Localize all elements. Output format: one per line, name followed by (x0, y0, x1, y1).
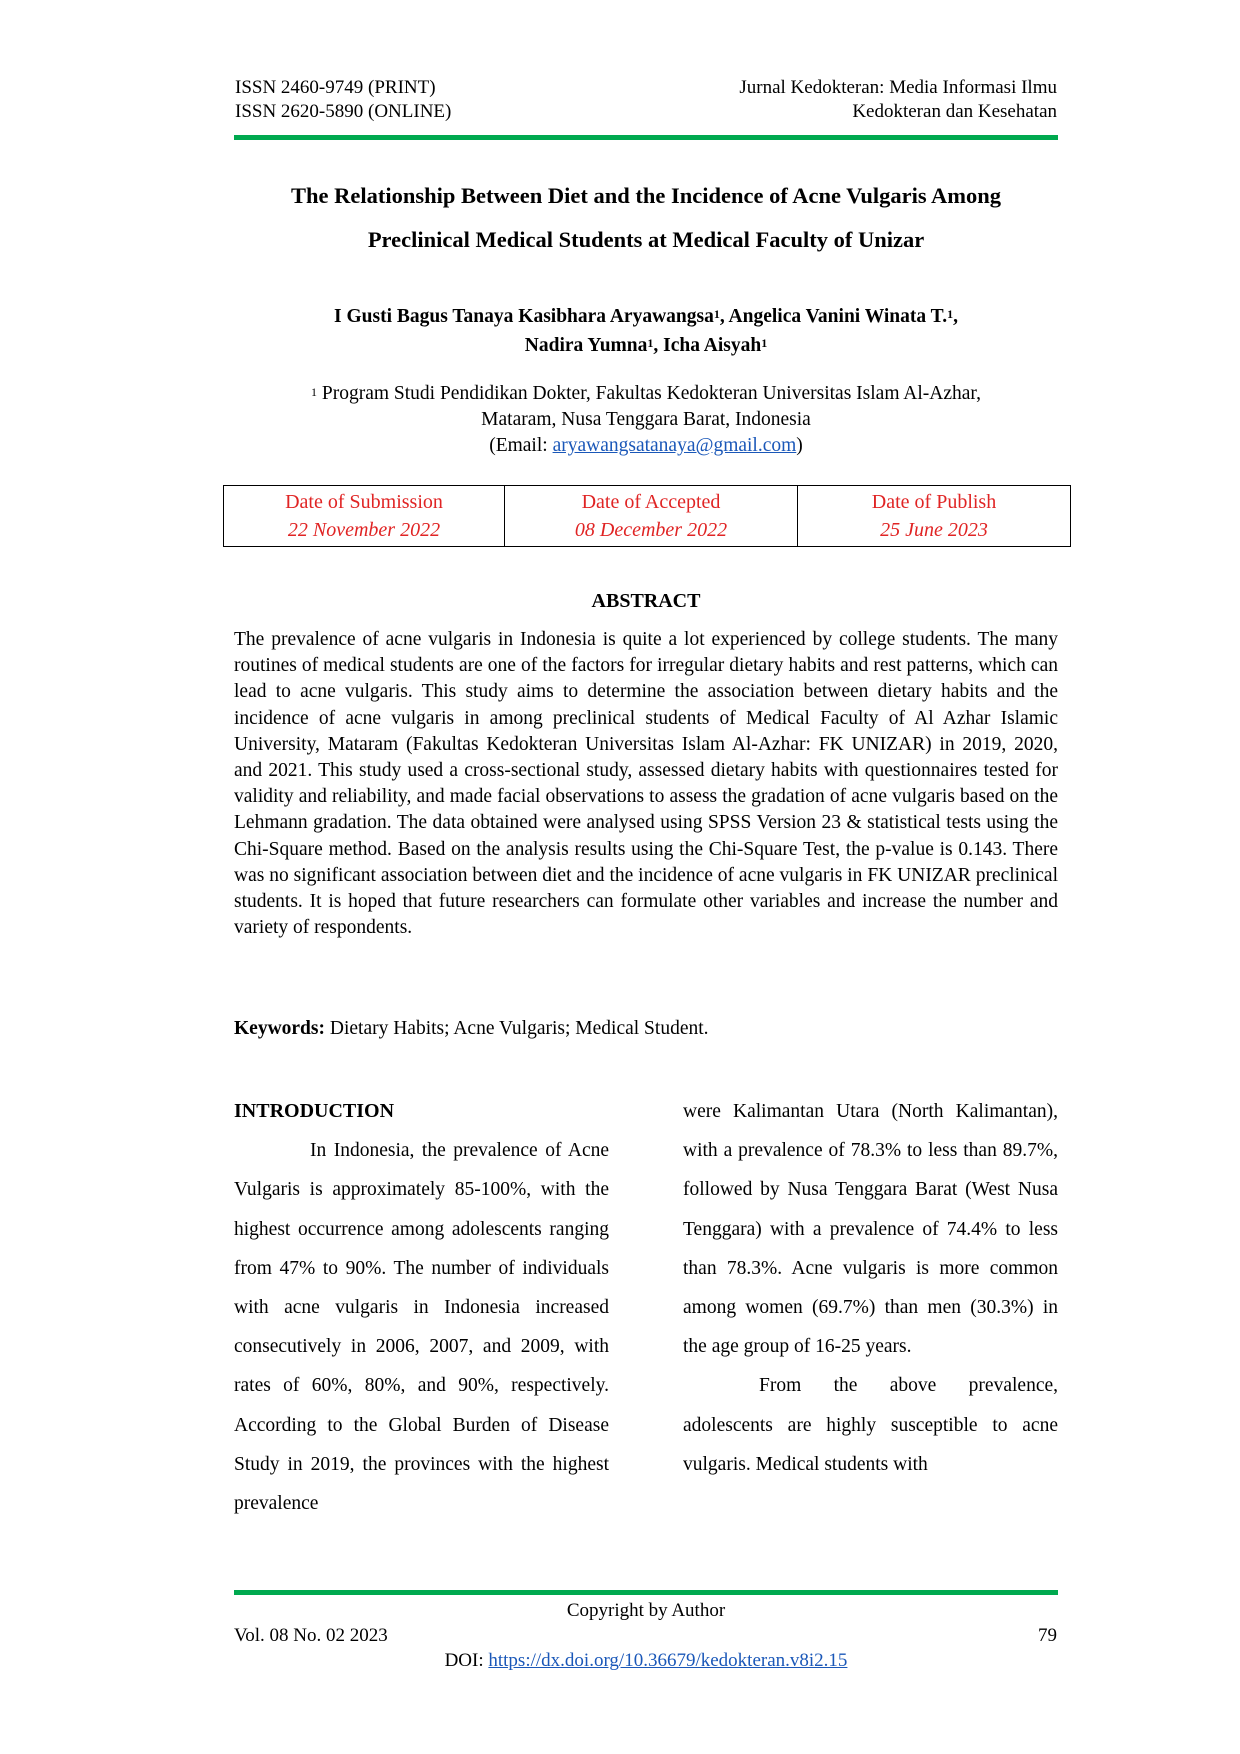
accepted-date-value: 08 December 2022 (574, 519, 728, 541)
author-3-affiliation-mark: 1 (647, 336, 654, 350)
keywords: Keywords: Dietary Habits; Acne Vulgaris;… (234, 1018, 1058, 1040)
author-2: Angelica Vanini Winata T. (728, 306, 948, 327)
issn-online: ISSN 2620-5890 (ONLINE) (235, 101, 452, 122)
journal-issn: ISSN 2460-9749 (PRINT) ISSN 2620-5890 (O… (235, 76, 451, 124)
footer-divider (234, 1590, 1058, 1595)
affiliation-line2: Mataram, Nusa Tenggara Barat, Indonesia (481, 409, 811, 430)
publish-date-value: 25 June 2023 (880, 519, 988, 541)
intro-paragraph-3: From the above prevalence, adolescents a… (683, 1375, 1058, 1475)
accepted-date-label: Date of Accepted (581, 491, 721, 513)
title-line1: The Relationship Between Diet and the In… (290, 183, 1002, 208)
author-3: Nadira Yumna (524, 335, 648, 356)
doi-link[interactable]: https://dx.doi.org/10.36679/kedokteran.v… (488, 1650, 848, 1671)
issn-print: ISSN 2460-9749 (PRINT) (235, 77, 436, 98)
author-separator: , (719, 306, 729, 327)
intro-column-left: INTRODUCTION In Indonesia, the prevalenc… (234, 1092, 609, 1523)
author-separator: , (653, 335, 664, 356)
email-link[interactable]: aryawangsatanaya@gmail.com (552, 435, 797, 456)
abstract-heading: ABSTRACT (591, 590, 701, 612)
publish-date-label: Date of Publish (871, 491, 997, 513)
journal-name: Jurnal Kedokteran: Media Informasi Ilmu … (739, 76, 1057, 124)
header-divider (234, 135, 1058, 140)
author-4-affiliation-mark: 1 (761, 336, 768, 350)
author-2-affiliation-mark: 1 (947, 307, 954, 321)
affiliation-line1: Program Studi Pendidikan Dokter, Fakulta… (321, 383, 982, 404)
doi: DOI: https://dx.doi.org/10.36679/kedokte… (234, 1650, 1058, 1672)
paper-title: The Relationship Between Diet and the In… (234, 174, 1058, 262)
accepted-date-cell: Date of Accepted 08 December 2022 (504, 485, 798, 547)
affiliation: 1 Program Studi Pendidikan Dokter, Fakul… (234, 381, 1058, 459)
title-line2: Preclinical Medical Students at Medical … (367, 227, 925, 252)
submission-date-value: 22 November 2022 (287, 519, 441, 541)
copyright: Copyright by Author (566, 1600, 726, 1621)
page-number: 79 (1038, 1625, 1057, 1646)
volume-info: Vol. 08 No. 02 2023 (234, 1625, 388, 1646)
email-suffix: ) (796, 435, 803, 456)
author-1-affiliation-mark: 1 (713, 307, 720, 321)
dates-table: Date of Submission 22 November 2022 Date… (223, 485, 1071, 547)
affiliation-mark: 1 (310, 385, 317, 399)
journal-name-line1: Jurnal Kedokteran: Media Informasi Ilmu (739, 77, 1057, 98)
intro-column-right: were Kalimantan Utara (North Kalimantan)… (683, 1092, 1058, 1484)
introduction-heading: INTRODUCTION (234, 1100, 395, 1122)
keywords-label: Keywords: (234, 1018, 325, 1039)
submission-date-label: Date of Submission (285, 491, 443, 513)
abstract-text: The prevalence of acne vulgaris in Indon… (234, 629, 1058, 939)
intro-paragraph-2: were Kalimantan Utara (North Kalimantan)… (683, 1101, 1058, 1358)
email-prefix: (Email: (489, 435, 553, 456)
author-4: Icha Aisyah (663, 335, 762, 356)
submission-date-cell: Date of Submission 22 November 2022 (223, 485, 505, 547)
doi-label: DOI: (444, 1650, 489, 1671)
publish-date-cell: Date of Publish 25 June 2023 (797, 485, 1071, 547)
author-1: I Gusti Bagus Tanaya Kasibhara Aryawangs… (334, 306, 714, 327)
intro-paragraph-1: In Indonesia, the prevalence of Acne Vul… (234, 1140, 609, 1515)
keywords-list: Dietary Habits; Acne Vulgaris; Medical S… (325, 1018, 709, 1039)
author-list: I Gusti Bagus Tanaya Kasibhara Aryawangs… (234, 302, 1058, 360)
author-separator: , (953, 306, 958, 327)
journal-name-line2: Kedokteran dan Kesehatan (852, 101, 1057, 122)
